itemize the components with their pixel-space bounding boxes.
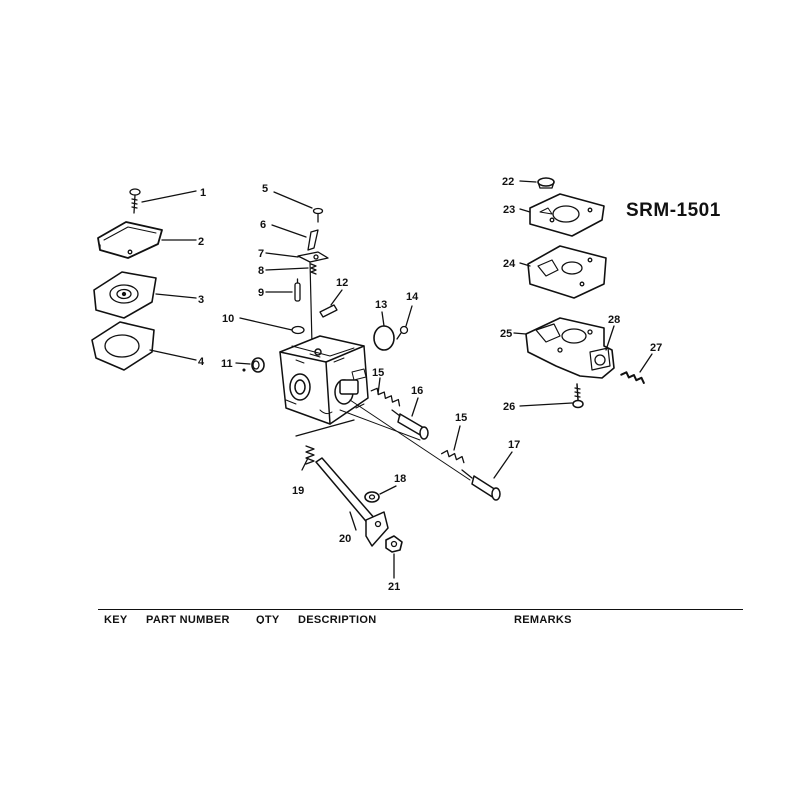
part-12-pin — [319, 304, 338, 318]
part-7-lever — [297, 251, 329, 263]
leader-5 — [273, 191, 313, 209]
leader-20 — [349, 511, 357, 531]
part-14-screw — [396, 325, 409, 340]
part-23-gasket — [529, 193, 605, 237]
callout-19: 19 — [292, 485, 304, 497]
leader-23 — [519, 208, 531, 213]
callout-5: 5 — [262, 183, 268, 195]
callout-9: 9 — [258, 287, 264, 299]
part-3-diaphragm — [93, 271, 157, 319]
header-part-number: PART NUMBER — [146, 614, 230, 624]
leader-27 — [639, 353, 653, 373]
leader-25 — [513, 332, 527, 335]
part-2-cover — [97, 221, 163, 259]
callout-14: 14 — [406, 291, 419, 303]
leader-17 — [493, 451, 513, 479]
part-15-spring-upper — [370, 387, 401, 407]
leader-26 — [519, 402, 573, 407]
part-4-gasket — [91, 321, 155, 371]
callout-labels: 1 2 3 4 5 6 7 8 9 10 11 12 13 14 15 15 1… — [198, 176, 662, 593]
part-22-cap — [537, 177, 555, 189]
leader-13 — [381, 311, 385, 327]
leader-11 — [235, 362, 251, 365]
leader-15-lower — [453, 425, 461, 451]
carburetor-body — [279, 335, 369, 425]
callout-18: 18 — [394, 473, 406, 485]
callout-26: 26 — [503, 401, 515, 413]
leader-7 — [265, 252, 299, 258]
callout-27: 27 — [650, 342, 662, 354]
part-1-screw — [129, 188, 141, 214]
part-9-needle — [294, 278, 301, 302]
leader-14 — [405, 305, 413, 327]
part-24-plate — [527, 245, 607, 299]
callout-1: 1 — [200, 187, 206, 199]
callout-15-upper: 15 — [372, 367, 384, 379]
callout-17: 17 — [508, 439, 520, 451]
callout-28: 28 — [608, 314, 620, 326]
part-15-spring-lower — [440, 449, 465, 464]
header-remarks: REMARKS — [514, 614, 572, 624]
leader-1 — [141, 190, 197, 203]
part-18-washer — [364, 491, 380, 503]
callout-10: 10 — [222, 313, 234, 325]
callout-3: 3 — [198, 294, 204, 306]
leader-4 — [149, 349, 197, 361]
part-27-screw — [620, 371, 645, 384]
callout-11: 11 — [221, 358, 233, 370]
part-17-screw — [461, 469, 501, 501]
model-number: SRM-1501 — [626, 200, 721, 221]
header-qty: QTY — [256, 614, 280, 624]
leader-6 — [271, 224, 307, 238]
callout-25: 25 — [500, 328, 512, 340]
part-19-spring — [305, 445, 315, 465]
part-8-spring — [310, 263, 317, 275]
part-5-screw — [312, 207, 324, 223]
callout-12: 12 — [336, 277, 348, 289]
leader-15-upper — [377, 377, 381, 395]
header-key: KEY — [104, 614, 128, 624]
part-20-lever — [315, 457, 389, 547]
leader-28 — [605, 325, 615, 351]
callout-23: 23 — [503, 204, 515, 216]
leader-3 — [155, 293, 197, 299]
part-10-washer — [291, 325, 305, 335]
callout-20: 20 — [339, 533, 351, 545]
part-16-screw — [391, 409, 429, 440]
part-26-screw — [572, 383, 584, 409]
callout-16: 16 — [411, 385, 423, 397]
leader-12 — [330, 289, 343, 306]
parts-table-header: KEY PART NUMBER QTY DESCRIPTION REMARKS — [96, 612, 746, 624]
callout-7: 7 — [258, 248, 264, 260]
leader-19 — [301, 457, 309, 471]
leader-22 — [519, 180, 537, 183]
leader-18 — [379, 485, 397, 495]
table-divider — [98, 609, 743, 610]
part-11-plug — [251, 357, 265, 373]
callout-2: 2 — [198, 236, 204, 248]
callout-15-lower: 15 — [455, 412, 467, 424]
callout-21: 21 — [388, 581, 400, 593]
callout-4: 4 — [198, 356, 205, 368]
part-25-metering-body — [525, 317, 615, 379]
part-13-disc — [373, 325, 395, 351]
callout-24: 24 — [503, 258, 516, 270]
callout-13: 13 — [375, 299, 387, 311]
part-21-nut — [385, 535, 403, 553]
leader-8 — [265, 267, 309, 271]
leader-16 — [411, 397, 419, 417]
leader-10 — [239, 317, 293, 331]
callout-22: 22 — [502, 176, 514, 188]
leader-24 — [519, 262, 531, 267]
callout-6: 6 — [260, 219, 266, 231]
callout-8: 8 — [258, 265, 264, 277]
part-6-pin — [307, 229, 319, 251]
header-description: DESCRIPTION — [298, 614, 377, 624]
